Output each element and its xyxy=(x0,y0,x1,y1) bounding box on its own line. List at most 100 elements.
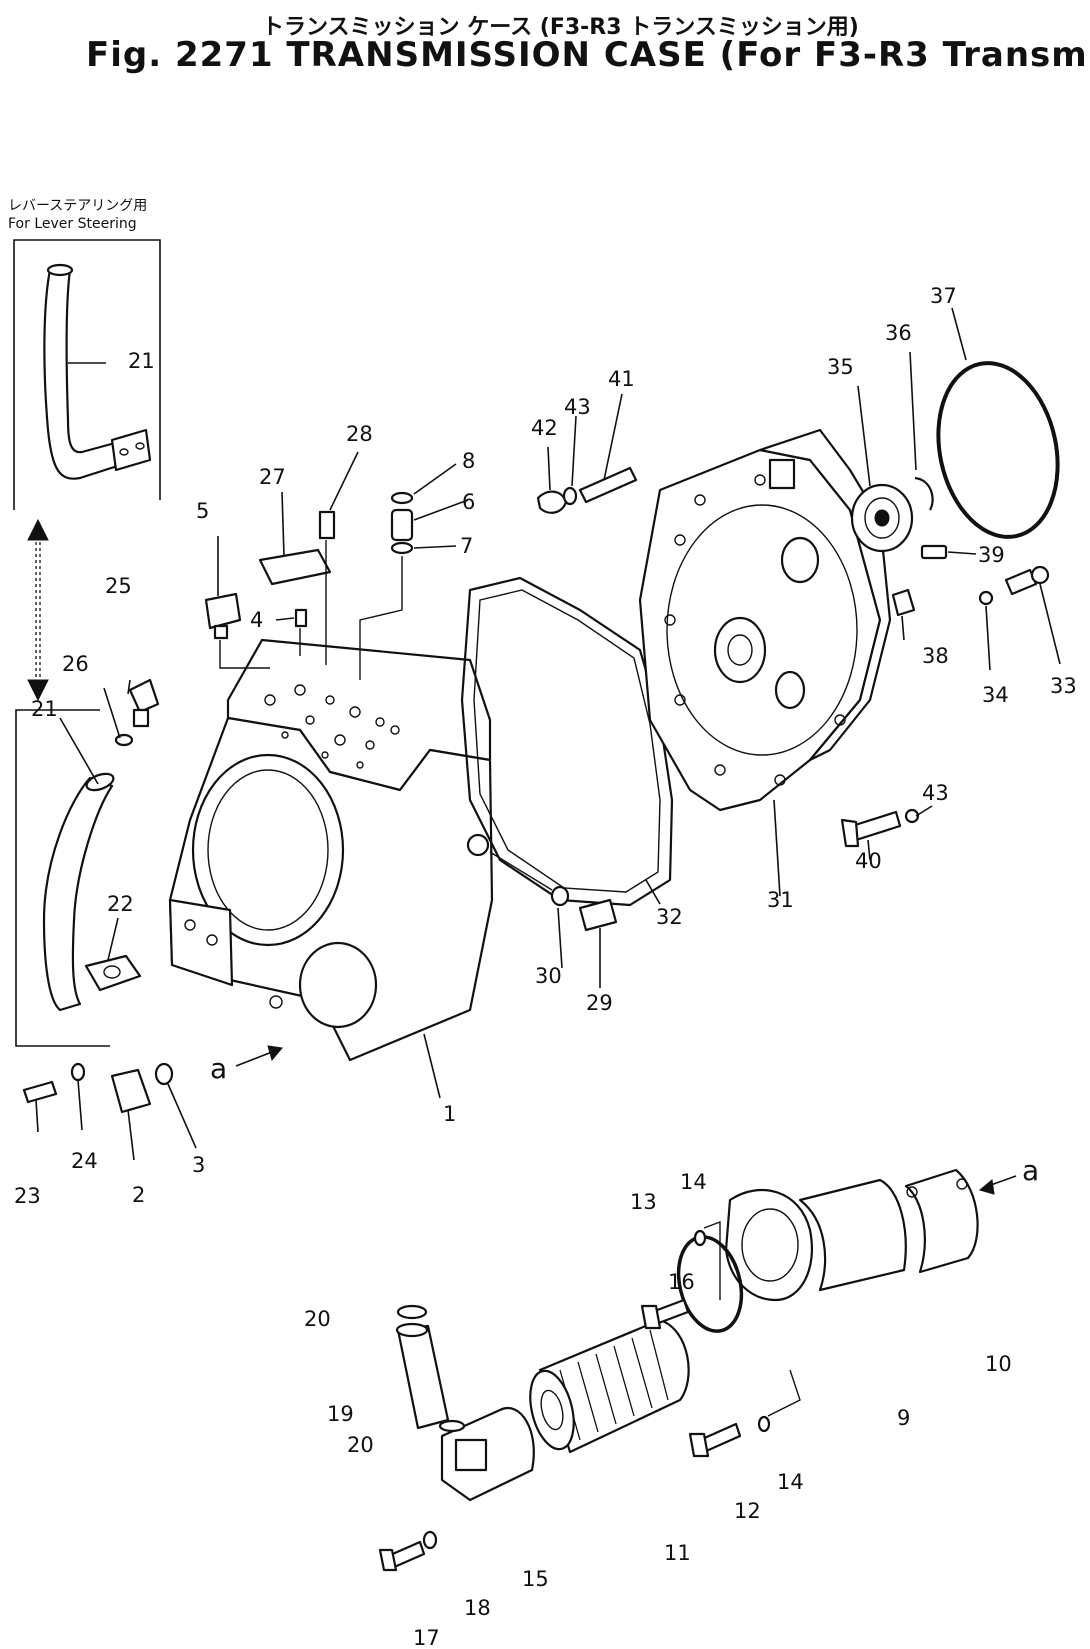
case-top-holes xyxy=(264,684,400,769)
callout-22: 22 xyxy=(107,892,134,916)
callout-40: 40 xyxy=(855,849,882,873)
washer-14b xyxy=(757,1415,771,1433)
callout-31: 31 xyxy=(767,888,794,912)
fitting-6 xyxy=(390,508,414,542)
callout-9: 9 xyxy=(897,1406,910,1430)
cover-plug xyxy=(768,458,796,490)
callout-39: 39 xyxy=(978,543,1005,567)
cover-plate-27 xyxy=(258,548,332,586)
callout-11: 11 xyxy=(664,1541,691,1565)
stud-41 xyxy=(578,466,638,504)
callout-43b: 43 xyxy=(922,781,949,805)
callout-5: 5 xyxy=(196,499,209,523)
callout-30: 30 xyxy=(535,964,562,988)
callout-14b: 14 xyxy=(777,1470,804,1494)
callout-18: 18 xyxy=(464,1596,491,1620)
callout-13: 13 xyxy=(630,1190,657,1214)
bearing-35 xyxy=(850,483,914,553)
bolt-40 xyxy=(850,810,902,842)
callout-12: 12 xyxy=(734,1499,761,1523)
washer-30 xyxy=(550,885,570,907)
callout-14a: 14 xyxy=(680,1170,707,1194)
gasket-10 xyxy=(904,1168,979,1274)
snap-ring-36 xyxy=(914,476,934,511)
interchange-arrow xyxy=(27,518,49,702)
o-ring-8 xyxy=(390,491,414,505)
callout-33: 33 xyxy=(1050,674,1077,698)
bolt-23 xyxy=(22,1080,58,1104)
flange-22 xyxy=(84,954,142,992)
washer-14a xyxy=(693,1229,707,1247)
callout-29: 29 xyxy=(586,991,613,1015)
callout-6: 6 xyxy=(462,490,475,514)
callout-4: 4 xyxy=(250,608,263,632)
callout-8: 8 xyxy=(462,449,475,473)
callout-21-inset: 21 xyxy=(128,349,155,373)
case-main-bore xyxy=(191,753,345,947)
inset-pipe-flange xyxy=(110,428,152,472)
callout-25: 25 xyxy=(105,574,132,598)
o-ring-20a xyxy=(396,1304,428,1320)
seal-26 xyxy=(114,733,134,747)
callout-28: 28 xyxy=(346,422,373,446)
inset-lever-steering: レバーステアリング用 For Lever Steering xyxy=(8,198,161,510)
tube-19 xyxy=(396,1324,450,1430)
callout-38: 38 xyxy=(922,644,949,668)
callout-32: 32 xyxy=(656,905,683,929)
filter-case-9 xyxy=(798,1178,907,1292)
pipe-21 xyxy=(42,776,114,1012)
callout-41: 41 xyxy=(608,367,635,391)
nut-42 xyxy=(536,490,568,514)
callout-10: 10 xyxy=(985,1352,1012,1376)
cover-bearing-seat xyxy=(713,616,767,684)
pipe-frame xyxy=(15,709,110,1047)
callout-34: 34 xyxy=(982,683,1009,707)
plug-29 xyxy=(578,898,618,932)
section-marker-left: a xyxy=(210,1052,227,1085)
callout-23: 23 xyxy=(14,1184,41,1208)
filter-head-15 xyxy=(440,1407,535,1502)
callout-37: 37 xyxy=(930,284,957,308)
callout-36: 36 xyxy=(885,321,912,345)
plug-4 xyxy=(294,608,308,628)
callout-3: 3 xyxy=(192,1153,205,1177)
callout-15: 15 xyxy=(522,1567,549,1591)
drain-plug-2 xyxy=(110,1068,152,1114)
washer-43 xyxy=(562,486,578,506)
plate-38 xyxy=(891,588,916,617)
callout-43a: 43 xyxy=(564,395,591,419)
pin-39 xyxy=(920,544,948,560)
transmission-case xyxy=(168,638,494,1062)
o-ring-7 xyxy=(390,541,414,555)
inset-frame xyxy=(13,239,161,510)
inset-caption-en: For Lever Steering xyxy=(8,216,137,232)
callout-1: 1 xyxy=(443,1102,456,1126)
inset-caption-jp: レバーステアリング用 xyxy=(8,198,147,214)
case-side-port xyxy=(298,941,378,1029)
washer-34 xyxy=(978,590,994,606)
switch-5 xyxy=(204,592,242,630)
callout-24: 24 xyxy=(71,1149,98,1173)
callout-19: 19 xyxy=(327,1402,354,1426)
callout-20a: 20 xyxy=(304,1307,331,1331)
callout-2: 2 xyxy=(132,1183,145,1207)
callout-labels: 1 2 3 4 5 6 7 8 9 10 11 12 13 14 14 15 1… xyxy=(14,284,1077,1649)
inset-pipe-end xyxy=(46,263,74,277)
washer-43b xyxy=(904,808,920,824)
bolt-28 xyxy=(318,510,336,540)
washer-18 xyxy=(422,1530,438,1550)
figure-title: Fig. 2271 TRANSMISSION CASE (For F3-R3 T… xyxy=(86,35,1090,75)
connector-25 xyxy=(128,678,160,714)
callout-16: 16 xyxy=(668,1270,695,1294)
section-arrow-left xyxy=(235,1051,273,1067)
cover-31 xyxy=(638,428,892,812)
o-ring-20b xyxy=(438,1419,466,1433)
o-ring-3 xyxy=(154,1062,174,1086)
callout-42: 42 xyxy=(531,416,558,440)
washer-24 xyxy=(70,1062,86,1082)
gasket-32 xyxy=(460,576,674,907)
callout-26: 26 xyxy=(62,652,89,676)
bolt-33 xyxy=(1004,568,1038,596)
callout-20b: 20 xyxy=(347,1433,374,1457)
